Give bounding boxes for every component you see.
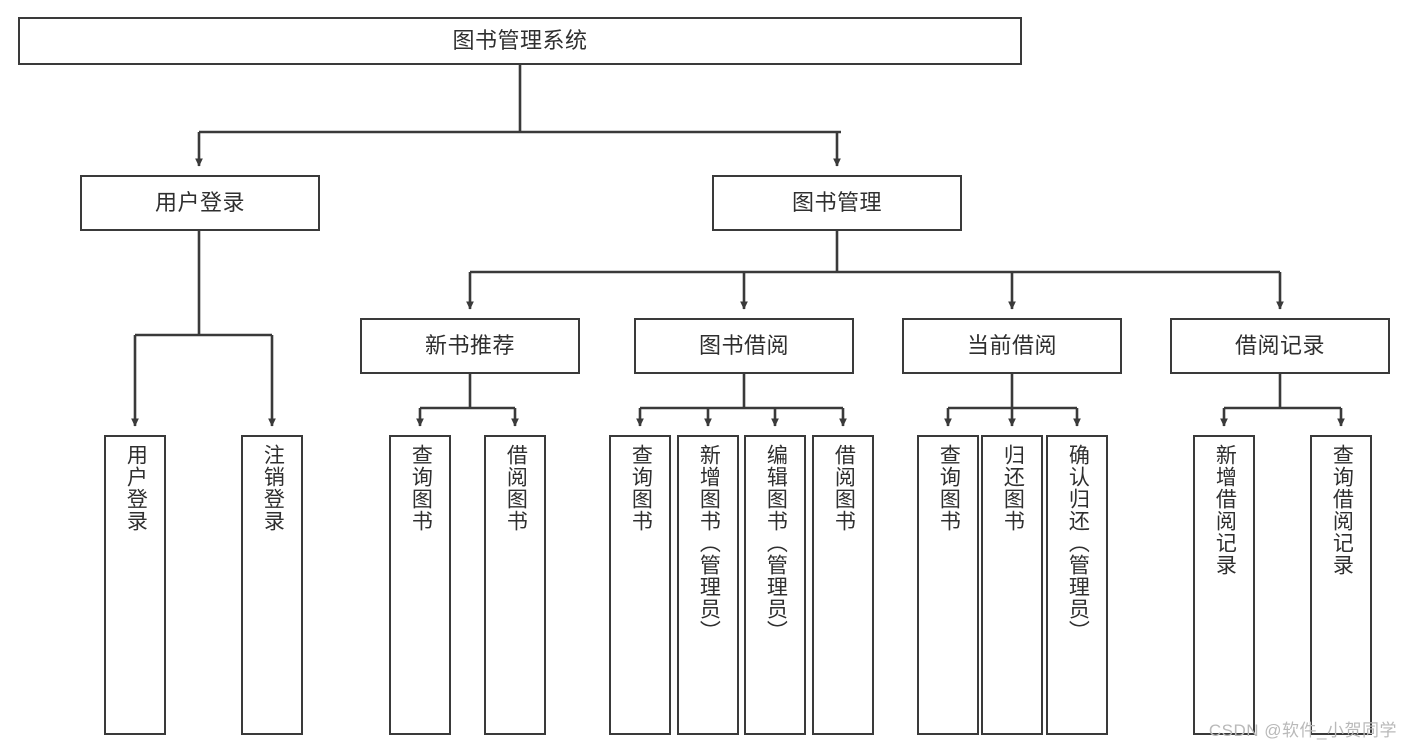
- node-leaf-query-book-current[interactable]: 查询图书: [917, 435, 979, 735]
- node-label: 确认归还（管理员）: [1066, 444, 1090, 642]
- node-label: 图书管理: [791, 190, 882, 216]
- node-label: 当前借阅: [966, 333, 1057, 359]
- node-leaf-borrow-book[interactable]: 借阅图书: [812, 435, 874, 735]
- node-leaf-confirm-return-admin[interactable]: 确认归还（管理员）: [1046, 435, 1108, 735]
- node-label: 借阅图书: [504, 444, 528, 532]
- node-label: 新增图书（管理员）: [697, 444, 721, 642]
- node-current-borrow[interactable]: 当前借阅: [902, 318, 1122, 374]
- node-label: 借阅图书: [832, 444, 856, 532]
- node-user-login[interactable]: 用户登录: [80, 175, 320, 231]
- node-label: 图书借阅: [698, 333, 789, 359]
- node-label: 编辑图书（管理员）: [764, 444, 788, 642]
- node-label: 查询图书: [409, 444, 433, 532]
- node-leaf-borrow-book-recommend[interactable]: 借阅图书: [484, 435, 546, 735]
- node-label: 查询图书: [937, 444, 961, 532]
- node-label: 图书管理系统: [452, 28, 588, 54]
- node-leaf-user-login[interactable]: 用户登录: [104, 435, 166, 735]
- node-leaf-add-book-admin[interactable]: 新增图书（管理员）: [677, 435, 739, 735]
- node-new-book-recommend[interactable]: 新书推荐: [360, 318, 580, 374]
- node-label: 归还图书: [1001, 444, 1025, 532]
- node-leaf-return-book[interactable]: 归还图书: [981, 435, 1043, 735]
- node-label: 用户登录: [154, 190, 245, 216]
- node-leaf-query-book-recommend[interactable]: 查询图书: [389, 435, 451, 735]
- node-leaf-query-borrow-record[interactable]: 查询借阅记录: [1310, 435, 1372, 735]
- node-label: 查询图书: [629, 444, 653, 532]
- node-leaf-query-book-borrow[interactable]: 查询图书: [609, 435, 671, 735]
- watermark: CSDN @软件_小贺同学: [1208, 721, 1397, 740]
- node-label: 用户登录: [124, 444, 148, 532]
- node-leaf-logout[interactable]: 注销登录: [241, 435, 303, 735]
- node-label: 查询借阅记录: [1330, 444, 1354, 576]
- node-label: 注销登录: [261, 444, 285, 532]
- node-borrow-record[interactable]: 借阅记录: [1170, 318, 1390, 374]
- node-label: 新增借阅记录: [1213, 444, 1237, 576]
- node-label: 新书推荐: [424, 333, 515, 359]
- node-root-book-management-system[interactable]: 图书管理系统: [18, 17, 1022, 65]
- node-leaf-add-borrow-record[interactable]: 新增借阅记录: [1193, 435, 1255, 735]
- node-book-management[interactable]: 图书管理: [712, 175, 962, 231]
- node-leaf-edit-book-admin[interactable]: 编辑图书（管理员）: [744, 435, 806, 735]
- node-book-borrow[interactable]: 图书借阅: [634, 318, 854, 374]
- node-label: 借阅记录: [1234, 333, 1325, 359]
